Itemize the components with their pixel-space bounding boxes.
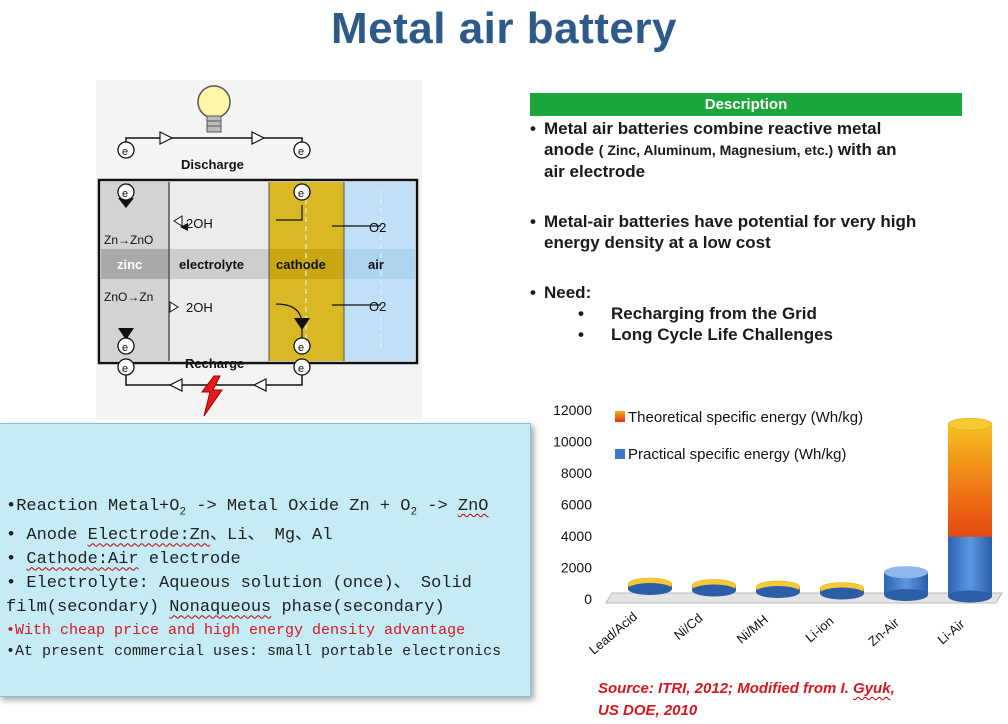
legend-swatch-practical <box>615 449 625 459</box>
x-tick-label: Ni/Cd <box>671 610 706 642</box>
zno-to-zn-label: ZnO→Zn <box>104 290 153 304</box>
need-item: • Recharging from the Grid <box>578 304 817 323</box>
zn-to-zno-label: Zn→ZnO <box>104 233 153 247</box>
description-list: • Metal air batteries combine reactive m… <box>530 118 980 345</box>
svg-text:e: e <box>298 146 304 158</box>
bar-base <box>884 589 928 601</box>
svg-text:e: e <box>122 188 128 200</box>
electron-circle: e <box>117 183 135 201</box>
chart-svg: 12000 10000 8000 6000 4000 2000 0 Lead/Acid Ni/… <box>553 402 1003 658</box>
description-bullet: • Metal air batteries combine reactive m… <box>530 119 897 181</box>
need-item: • Long Cycle Life Challenges <box>578 325 833 344</box>
x-tick-label: Lead/Acid <box>586 609 640 658</box>
electrolyte-line-2: film(secondary) Nonaqueous phase(seconda… <box>6 598 445 618</box>
hydroxide-label-bottom: 2OH <box>186 300 213 315</box>
chart-floor <box>605 592 1003 604</box>
source-citation: Source: ITRI, 2012; Modified from I. Gyu… <box>598 680 895 719</box>
y-tick-label: 0 <box>584 591 592 607</box>
bullet-dot: • <box>578 304 584 323</box>
bar-practical <box>884 572 928 595</box>
y-tick-label: 10000 <box>553 434 592 450</box>
specific-energy-chart: 12000 10000 8000 6000 4000 2000 0 Lead/Acid Ni/… <box>540 400 1008 675</box>
y-tick-label: 8000 <box>561 465 592 481</box>
hydroxide-label-top: 2OH <box>186 216 213 231</box>
svg-text:e: e <box>298 342 304 354</box>
electron-circle: e <box>117 337 135 355</box>
reaction-line: •Reaction Metal+O2 -> Metal Oxide Zn + O… <box>6 497 489 519</box>
bar-base <box>628 583 672 595</box>
light-bulb-icon <box>197 85 231 133</box>
bars <box>627 417 993 603</box>
x-tick-label: Zn-Air <box>865 614 902 649</box>
oxygen-label-top: O2 <box>369 220 386 235</box>
electron-circle: e <box>117 358 135 376</box>
description-bullet: • Metal-air batteries have potential for… <box>530 212 917 252</box>
electron-circle: e <box>293 337 311 355</box>
y-tick-label: 2000 <box>561 560 592 576</box>
advantage-line: •With cheap price and high energy densit… <box>6 622 466 640</box>
recharge-label: Recharge <box>185 356 244 371</box>
y-axis: 12000 10000 8000 6000 4000 2000 0 <box>553 402 592 607</box>
bar-theoretical-cap <box>947 417 993 431</box>
bar-base <box>820 587 864 600</box>
chart-floor-plane <box>605 592 1003 604</box>
zinc-label: zinc <box>117 257 142 272</box>
x-tick-label: Li-Air <box>935 616 968 647</box>
anode-line: • Anode Electrode:Zn、Li、 Mg、Al <box>6 526 333 546</box>
electron-circle: e <box>117 141 135 159</box>
bar-base <box>692 584 736 597</box>
x-tick-label: Ni/MH <box>734 612 771 647</box>
info-text: •Reaction Metal+O2 -> Metal Oxide Zn + O… <box>6 495 526 662</box>
page-title: Metal air battery <box>331 4 677 53</box>
description-header: Description <box>530 93 962 116</box>
bar-base <box>756 586 800 598</box>
bullet-dot: • <box>530 119 536 138</box>
battery-diagram-svg: e e e e e e e e Discharge Recharge Zn→Zn… <box>97 85 419 417</box>
discharge-label: Discharge <box>181 157 244 172</box>
description-bullet: • Need: <box>530 283 592 302</box>
electron-circle: e <box>293 358 311 376</box>
bar-practical <box>948 536 992 597</box>
legend-label-practical: Practical specific energy (Wh/kg) <box>628 446 846 463</box>
x-axis: Lead/Acid Ni/Cd Ni/MH Li-ion Zn-Air Li-Air <box>586 609 968 658</box>
svg-text:e: e <box>122 342 128 354</box>
svg-text:e: e <box>122 363 128 375</box>
y-tick-label: 12000 <box>553 402 592 418</box>
oxygen-label-bottom: O2 <box>369 299 386 314</box>
lightning-icon <box>201 375 223 417</box>
uses-line: •At present commercial uses: small porta… <box>6 643 502 661</box>
air-label: air <box>368 257 384 272</box>
cathode-label: cathode <box>276 257 326 272</box>
bar-base <box>948 590 992 603</box>
svg-text:e: e <box>298 188 304 200</box>
battery-diagram: e e e e e e e e Discharge Recharge Zn→Zn… <box>96 80 422 420</box>
bullet-dot: • <box>578 325 584 344</box>
legend-label-theoretical: Theoretical specific energy (Wh/kg) <box>628 409 863 426</box>
legend: Theoretical specific energy (Wh/kg) Pract… <box>615 409 863 463</box>
cathode-line: • Cathode:Air electrode <box>6 550 241 570</box>
electrolyte-line: • Electrolyte: Aqueous solution (once)、 … <box>6 574 472 594</box>
electrolyte-label: electrolyte <box>179 257 244 272</box>
bullet-dot: • <box>530 212 536 231</box>
svg-text:e: e <box>298 363 304 375</box>
electron-circle: e <box>293 183 311 201</box>
svg-text:e: e <box>122 146 128 158</box>
y-tick-label: 6000 <box>561 497 592 513</box>
bullet-dot: • <box>530 283 536 302</box>
legend-swatch-theoretical <box>615 411 625 422</box>
x-tick-label: Li-ion <box>802 613 836 645</box>
y-tick-label: 4000 <box>561 528 592 544</box>
info-box: •Reaction Metal+O2 -> Metal Oxide Zn + O… <box>0 423 531 697</box>
electron-circle: e <box>293 141 311 159</box>
bar-practical-cap <box>884 566 928 579</box>
